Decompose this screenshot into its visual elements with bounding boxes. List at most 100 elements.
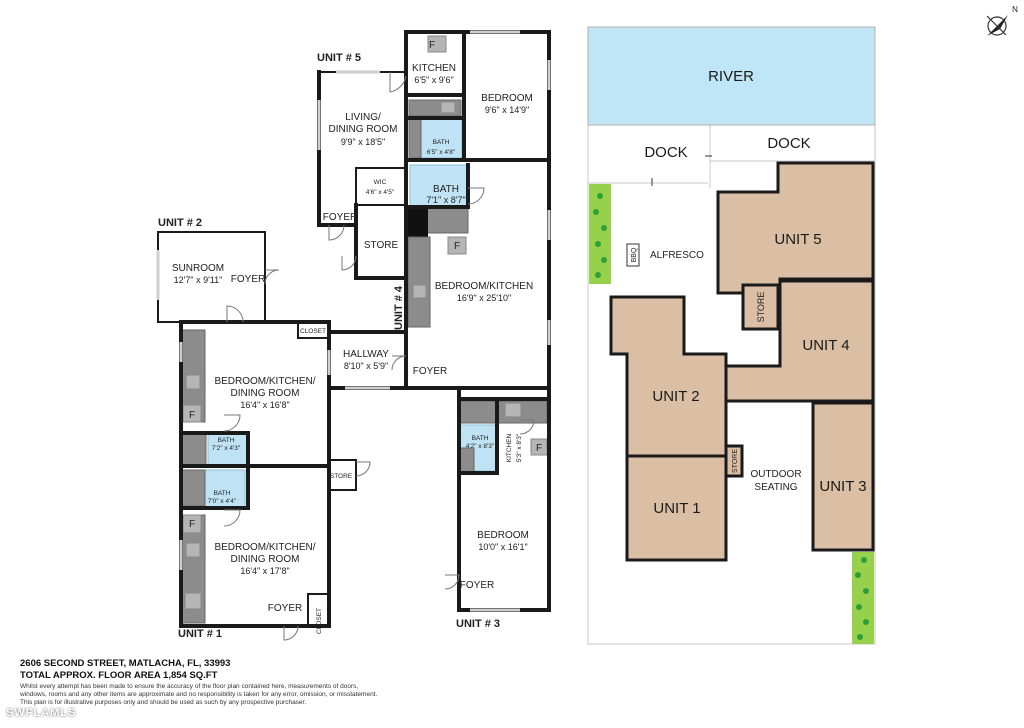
unit1-foyer-name: FOYER <box>268 603 302 614</box>
unit2-main-name: DINING ROOM <box>231 388 300 399</box>
unit3-bedroom-name: BEDROOM <box>477 530 529 541</box>
unit3-bath-vanity <box>459 447 475 473</box>
unit1-sink <box>185 542 201 558</box>
site-store-top <box>741 283 780 331</box>
unit5-kitchen-dim: 6'5" x 9'6" <box>414 75 453 85</box>
unit1-label: UNIT # 1 <box>178 628 222 640</box>
fridge-marker: F <box>189 519 195 530</box>
unit4-bath-area <box>409 164 469 208</box>
fridge-marker: F <box>429 40 435 51</box>
river-label: RIVER <box>708 68 754 85</box>
unit2-sink <box>185 374 201 390</box>
floor-plan: F F F F F UNIT # 5 KITCHEN 6'5" x 9'6" B… <box>156 30 551 641</box>
disclaimer-line: windows, rooms and any other items are a… <box>20 691 378 698</box>
site-unit5-label: UNIT 5 <box>774 231 821 248</box>
unit3-foyer-name: FOYER <box>460 580 494 591</box>
unit3-kitchen-name: KITCHEN <box>506 433 513 462</box>
disclaimer-line: This plan is for illustrative purposes o… <box>20 699 307 706</box>
fridge-marker: F <box>454 241 460 252</box>
compass-label: N <box>1012 5 1018 14</box>
unit1-main-name: BEDROOM/KITCHEN/ <box>214 542 315 553</box>
compass-icon: N <box>986 5 1018 36</box>
sunroom-name: SUNROOM <box>172 263 224 274</box>
dock-left-label: DOCK <box>644 144 687 161</box>
unit1-bath-dim: 7'0" x 4'4" <box>208 498 237 505</box>
site-unit2-label: UNIT 2 <box>652 388 699 405</box>
unit4-bedkitchen-dim: 16'9" x 25'10" <box>457 293 511 303</box>
unit4-sink <box>412 284 427 299</box>
store-name: STORE <box>364 240 399 251</box>
unit2-main-name: BEDROOM/KITCHEN/ <box>214 376 315 387</box>
unit4-bedkitchen-name: BEDROOM/KITCHEN <box>435 281 533 292</box>
hallway-name: HALLWAY <box>343 349 389 360</box>
unit1-stove <box>184 592 202 610</box>
greenery-bottom <box>852 552 874 644</box>
wic-name: WIC <box>374 179 387 186</box>
closet-bottom-name: CLOSET <box>316 608 323 634</box>
fridge-marker: F <box>536 443 542 454</box>
unit3-bedroom-dim: 10'0" x 16'1" <box>478 542 527 552</box>
floor-area: TOTAL APPROX. FLOOR AREA 1,854 SQ.FT <box>20 670 218 681</box>
closet-top-name: CLOSET <box>300 328 326 335</box>
unit5-bedroom-name: BEDROOM <box>481 93 533 104</box>
site-store-mid-label: STORE <box>732 449 739 473</box>
unit5-label: UNIT # 5 <box>317 52 361 64</box>
unit5-bedroom-dim: 9'6" x 14'9" <box>485 105 529 115</box>
unit5-fridge <box>427 35 447 53</box>
unit4-foyer-name: FOYER <box>413 366 447 377</box>
unit3-sink <box>504 402 522 418</box>
site-plan: RIVER DOCK DOCK BBQ ALFRESCO UNIT 5 STOR… <box>587 26 876 645</box>
outdoor-label: OUTDOOR <box>750 469 801 480</box>
unit1-main-dim: 16'4" x 17'8" <box>240 566 289 576</box>
fridge-marker: F <box>189 410 195 421</box>
unit5-living-dim: 9'9" x 18'5" <box>341 137 385 147</box>
bbq-box <box>626 243 640 267</box>
bbq-label: BBQ <box>631 247 638 262</box>
dock-right-label: DOCK <box>767 135 810 152</box>
unit2-bath-dim: 7'2" x 4'3" <box>212 445 241 452</box>
unit2-bath-vanity <box>180 432 207 467</box>
unit5-foyer-name: FOYER <box>323 212 357 223</box>
unit4-wall-block <box>406 207 428 237</box>
unit1-bath-name: BATH <box>214 490 231 497</box>
site-store-top-label: STORE <box>756 292 766 323</box>
address: 2606 SECOND STREET, MATLACHA, FL, 33993 <box>20 658 231 669</box>
alfresco-label: ALFRESCO <box>650 250 704 261</box>
unit5-kitchen-name: KITCHEN <box>412 63 456 74</box>
unit5-living-name: DINING ROOM <box>329 124 398 135</box>
store-small-name: STORE <box>330 473 353 480</box>
unit2-foyer-name: FOYER <box>231 274 265 285</box>
unit4-bath-name: BATH <box>433 184 459 195</box>
unit4-fridge <box>447 236 467 255</box>
unit2-label: UNIT # 2 <box>158 217 202 229</box>
site-unit3-label: UNIT 3 <box>819 478 866 495</box>
unit5-sink <box>440 101 456 114</box>
unit4-label: UNIT # 4 <box>393 285 405 330</box>
unit4-bath-dim: 7'1" x 8'7" <box>426 195 465 205</box>
site-unit4-label: UNIT 4 <box>802 337 849 354</box>
unit2-main-dim: 16'4" x 16'8" <box>240 400 289 410</box>
unit3-label: UNIT # 3 <box>456 618 500 630</box>
unit2-bath-name: BATH <box>218 437 235 444</box>
unit5-living-name: LIVING/ <box>345 112 381 123</box>
seating-label: SEATING <box>754 482 797 493</box>
unit1-bath-area <box>204 469 246 509</box>
unit5-bath-vanity <box>408 117 422 159</box>
unit3-bath-dim: 4'2" x 8'3" <box>466 443 495 450</box>
hallway-dim: 8'10" x 5'9" <box>344 361 388 371</box>
unit5-bath-name: BATH <box>433 139 450 146</box>
site-unit1 <box>625 454 728 562</box>
unit4-counter <box>407 236 431 328</box>
river-area <box>587 26 876 126</box>
unit1-main-name: DINING ROOM <box>231 554 300 565</box>
site-unit3 <box>811 401 875 552</box>
unit1-bath-vanity <box>180 469 206 507</box>
wic-dim: 4'6" x 4'5" <box>366 189 395 196</box>
site-unit1-label: UNIT 1 <box>653 500 700 517</box>
unit5-bath-dim: 6'5" x 4'8" <box>427 149 456 156</box>
sunroom-dim: 12'7" x 9'11" <box>174 275 223 285</box>
watermark: SWFLAMLS <box>6 707 77 719</box>
unit3-bath-name: BATH <box>472 435 489 442</box>
